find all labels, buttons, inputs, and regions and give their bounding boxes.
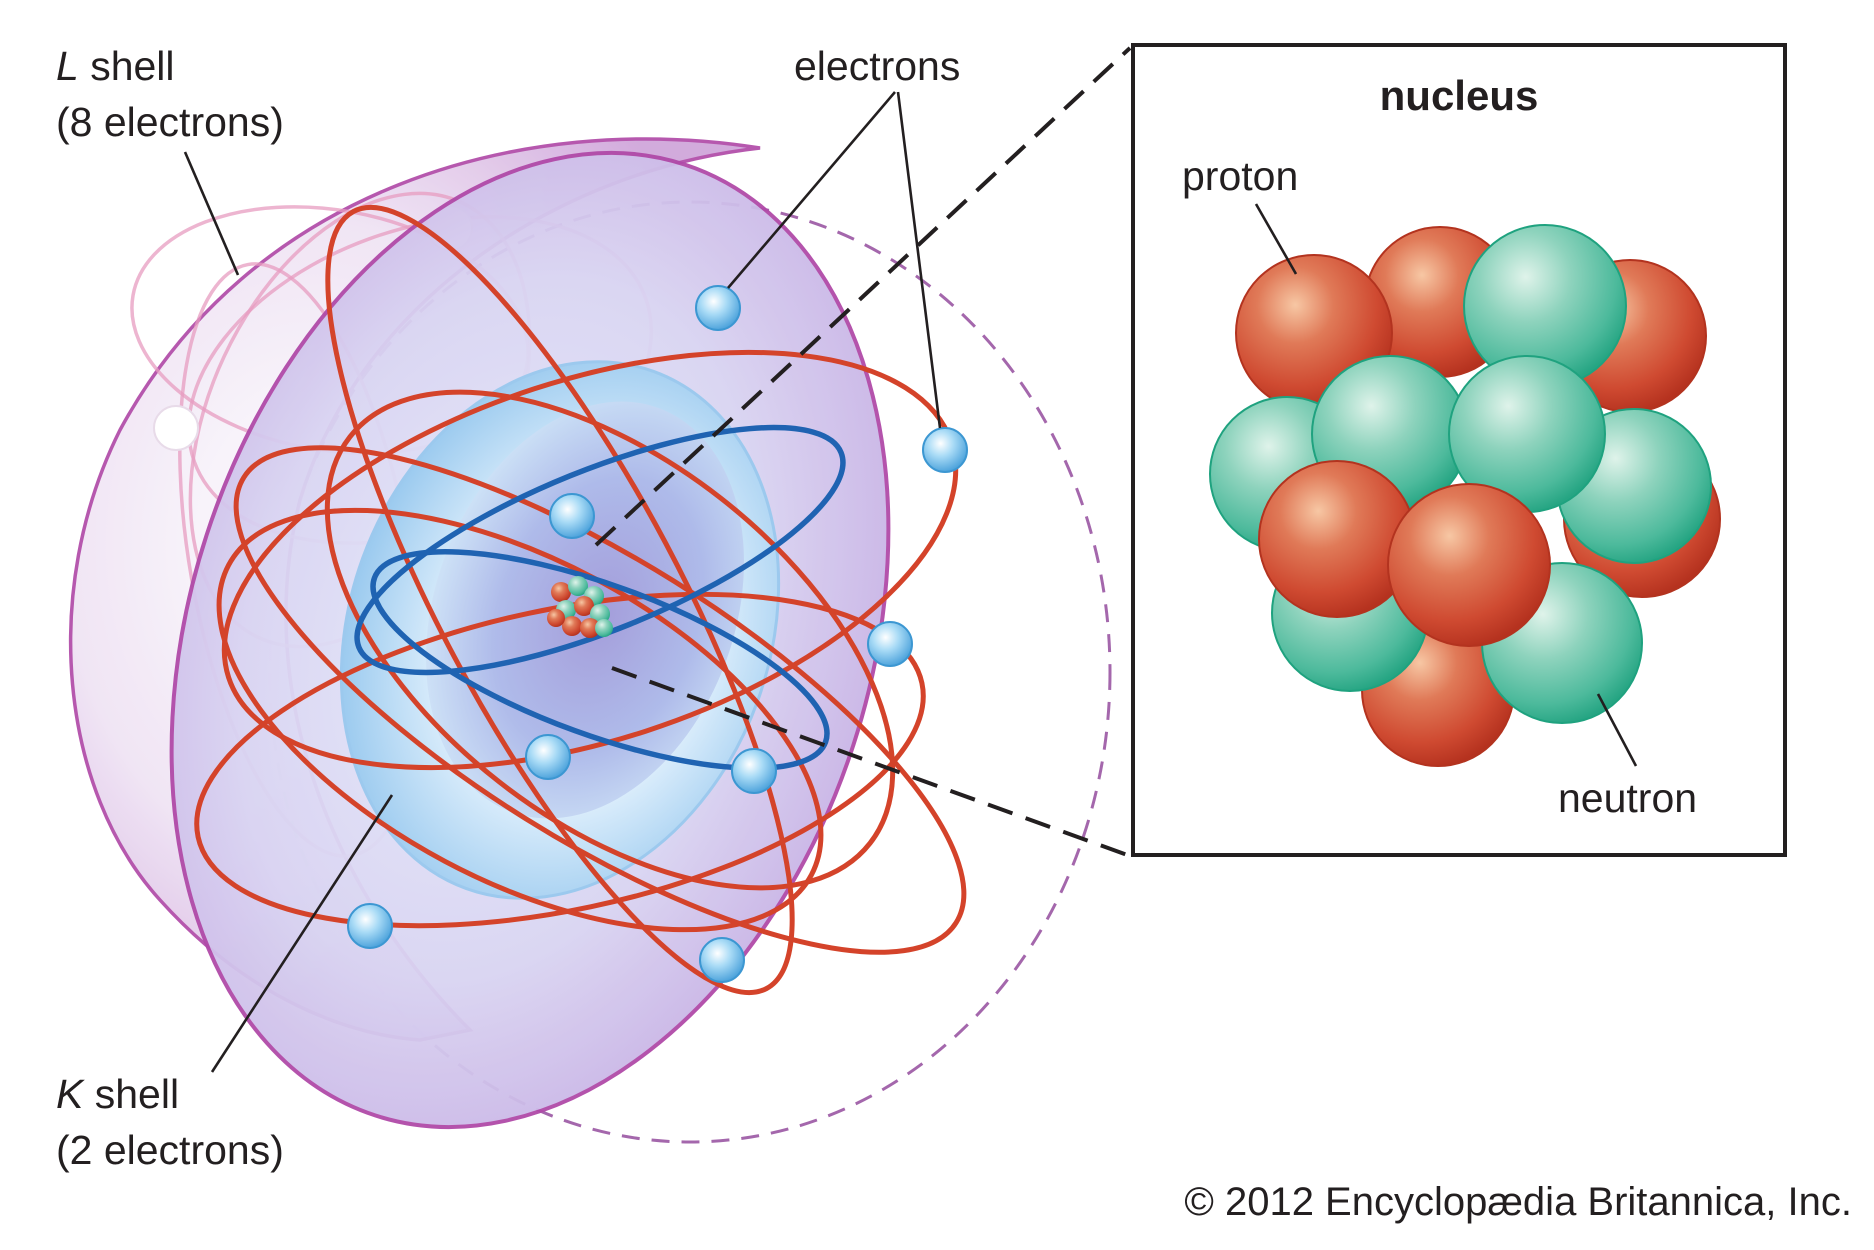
- atom-nucleus: [547, 576, 613, 638]
- electron: [867, 621, 913, 667]
- l-shell-leader: [183, 151, 240, 276]
- l-shell-dashed-outline: [268, 200, 1112, 1144]
- electron: [347, 903, 393, 949]
- nucleus-title: nucleus: [1380, 72, 1539, 119]
- electrons: [347, 285, 968, 983]
- electrons-leader: [896, 91, 942, 429]
- electrons-label: electrons: [794, 43, 960, 89]
- l-orbit: [324, 389, 896, 891]
- atom: [68, 46, 1132, 1144]
- nucleon-cluster: [1209, 224, 1721, 767]
- k-shell-word: shell: [83, 1071, 179, 1117]
- electron: [525, 734, 571, 780]
- electron: [699, 937, 745, 983]
- neutron-leader: [1596, 693, 1638, 767]
- k-shell-leader: [210, 794, 394, 1073]
- nucleus-inset: nucleus proton neutron: [1131, 43, 1787, 857]
- k-orbit: [354, 424, 846, 676]
- l-shell-label: L shell: [56, 43, 175, 89]
- k-shell-count-label: (2 electrons): [56, 1127, 284, 1173]
- l-orbit: [233, 445, 967, 955]
- k-shell-label: K shell: [56, 1071, 179, 1117]
- k-shell-letter: K: [56, 1071, 85, 1117]
- l-shell-orbits: [194, 204, 967, 996]
- electron: [549, 493, 595, 539]
- l-shell-word: shell: [79, 43, 175, 89]
- zoom-line-bottom: [611, 666, 1131, 858]
- proton-label: proton: [1182, 153, 1298, 199]
- proton-leader: [1254, 203, 1298, 275]
- neutron-label: neutron: [1558, 775, 1697, 821]
- proton: [1387, 483, 1551, 647]
- back-electron: [153, 405, 199, 451]
- copyright-credit: © 2012 Encyclopædia Britannica, Inc.: [1184, 1180, 1852, 1224]
- l-orbit: [194, 591, 926, 929]
- electrons-leader: [727, 91, 896, 289]
- k-orbit: [370, 549, 830, 771]
- electron: [695, 285, 741, 331]
- k-shell-orbits: [354, 424, 846, 771]
- zoom-line-top: [594, 46, 1132, 547]
- l-shell-letter: L: [56, 43, 79, 89]
- electron: [922, 427, 968, 473]
- l-shell-count-label: (8 electrons): [56, 99, 284, 145]
- electron: [731, 748, 777, 794]
- l-orbit: [325, 204, 795, 996]
